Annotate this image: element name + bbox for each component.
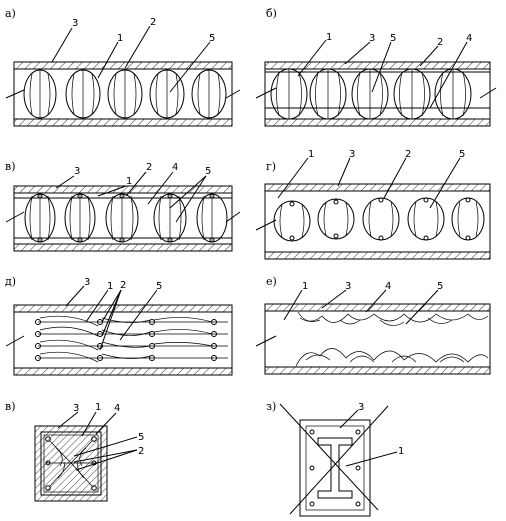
callout-v-4: 4	[172, 162, 178, 173]
callout-z-1: 1	[398, 446, 404, 457]
fragments-e	[295, 311, 489, 367]
bottom-wall	[13, 118, 233, 127]
panel-label-a: а)	[5, 7, 16, 20]
callout-b-3: 3	[369, 33, 375, 44]
panel-label-d: д)	[5, 275, 16, 288]
callout-b-4: 4	[466, 33, 472, 44]
top-wall	[13, 61, 233, 70]
callout-v2-1: 1	[95, 402, 101, 413]
callout-v2-4: 4	[114, 403, 120, 414]
cells-b	[270, 68, 472, 120]
callout-d-1: 1	[107, 281, 113, 292]
panel-g: г) 1 3 2 5	[255, 149, 491, 260]
callout-a-5: 5	[209, 33, 215, 44]
callout-e-1: 1	[302, 281, 308, 292]
callout-b-5: 5	[390, 33, 396, 44]
callout-v-2: 2	[146, 162, 152, 173]
callout-g-1: 1	[308, 149, 314, 160]
callout-a-1: 1	[117, 33, 123, 44]
panel-label-v2: в)	[5, 400, 15, 413]
callout-z-3: 3	[358, 402, 364, 413]
callout-d-3: 3	[84, 277, 90, 288]
callout-d-2: 2	[120, 280, 126, 291]
panel-e: е) 1 3 4 5	[255, 275, 491, 375]
callout-v2-3: 3	[73, 403, 79, 414]
callout-e-4: 4	[385, 281, 391, 292]
callout-v2-5: 5	[138, 432, 144, 443]
cells-v	[24, 193, 228, 243]
panel-a: а) 3 1 2 5	[5, 7, 241, 127]
panel-z: з) 3 1	[266, 400, 404, 517]
panel-d: д) 3 1 2 5	[5, 275, 233, 376]
callout-a-2: 2	[150, 17, 156, 28]
panel-b: б) 1 3 5 2 4	[255, 7, 497, 127]
panel-label-z: з)	[266, 400, 276, 413]
callout-v-1: 1	[126, 176, 132, 187]
i-beam	[317, 437, 353, 499]
callout-e-5: 5	[437, 281, 443, 292]
callout-g-3: 3	[349, 149, 355, 160]
rebar-rows-d	[35, 315, 228, 363]
callout-v2-2: 2	[138, 446, 144, 457]
cells-g	[273, 197, 485, 242]
cells-a	[23, 69, 227, 119]
callout-b-2: 2	[437, 37, 443, 48]
callout-d-5: 5	[156, 281, 162, 292]
callout-v-5: 5	[205, 166, 211, 177]
callout-g-2: 2	[405, 149, 411, 160]
panel-label-v: в)	[5, 160, 15, 173]
callout-v-3: 3	[74, 166, 80, 177]
panel-label-e: е)	[266, 275, 277, 288]
callout-b-1: 1	[326, 32, 332, 43]
callout-g-5: 5	[459, 149, 465, 160]
panel-label-b: б)	[266, 7, 277, 20]
panel-v: в) 3 1 2 4 5	[5, 160, 241, 252]
panel-label-g: г)	[266, 160, 276, 173]
panel-v-section: в) 3 1 4 5 2	[5, 400, 144, 502]
callout-e-3: 3	[345, 281, 351, 292]
callout-a-3: 3	[72, 18, 78, 29]
